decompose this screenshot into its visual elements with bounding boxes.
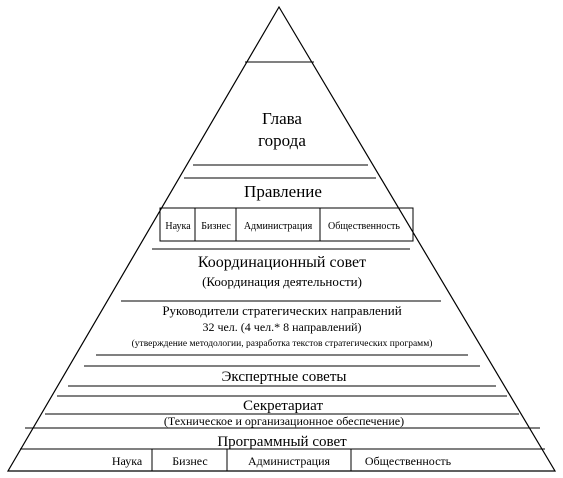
program-cell-science: Наука — [112, 454, 143, 468]
leaders-title: Руководители стратегических направлений — [162, 303, 401, 318]
program-cell-public: Общественность — [365, 454, 452, 468]
leaders-line3: (утверждение методологии, разработка тек… — [132, 338, 433, 349]
experts-title: Экспертные советы — [222, 369, 347, 385]
board-cell-administration: Администрация — [244, 221, 313, 232]
level-lines — [20, 61, 545, 450]
program-cells-dividers — [151, 449, 352, 471]
program-cell-business: Бизнес — [172, 454, 207, 468]
board-title: Правление — [244, 182, 322, 201]
coordination-subtitle: (Координация деятельности) — [202, 274, 362, 289]
secretariat-subtitle: (Техническое и организационное обеспечен… — [164, 414, 404, 428]
secretariat-title: Секретариат — [243, 398, 323, 414]
board-cell-public: Общественность — [328, 221, 400, 232]
head-line1: Глава — [262, 109, 302, 128]
board-cell-science: Наука — [165, 221, 191, 232]
head-line2: города — [258, 131, 306, 150]
board-cells-box — [159, 207, 414, 242]
board-cell-business: Бизнес — [201, 221, 231, 232]
program-cell-administration: Администрация — [248, 454, 331, 468]
pyramid-outline — [6, 5, 557, 472]
coordination-title: Координационный совет — [198, 254, 366, 271]
board-cells-frame — [159, 207, 414, 242]
leaders-line2: 32 чел. (4 чел.* 8 направлений) — [202, 320, 361, 334]
program-title: Программный совет — [217, 434, 347, 450]
